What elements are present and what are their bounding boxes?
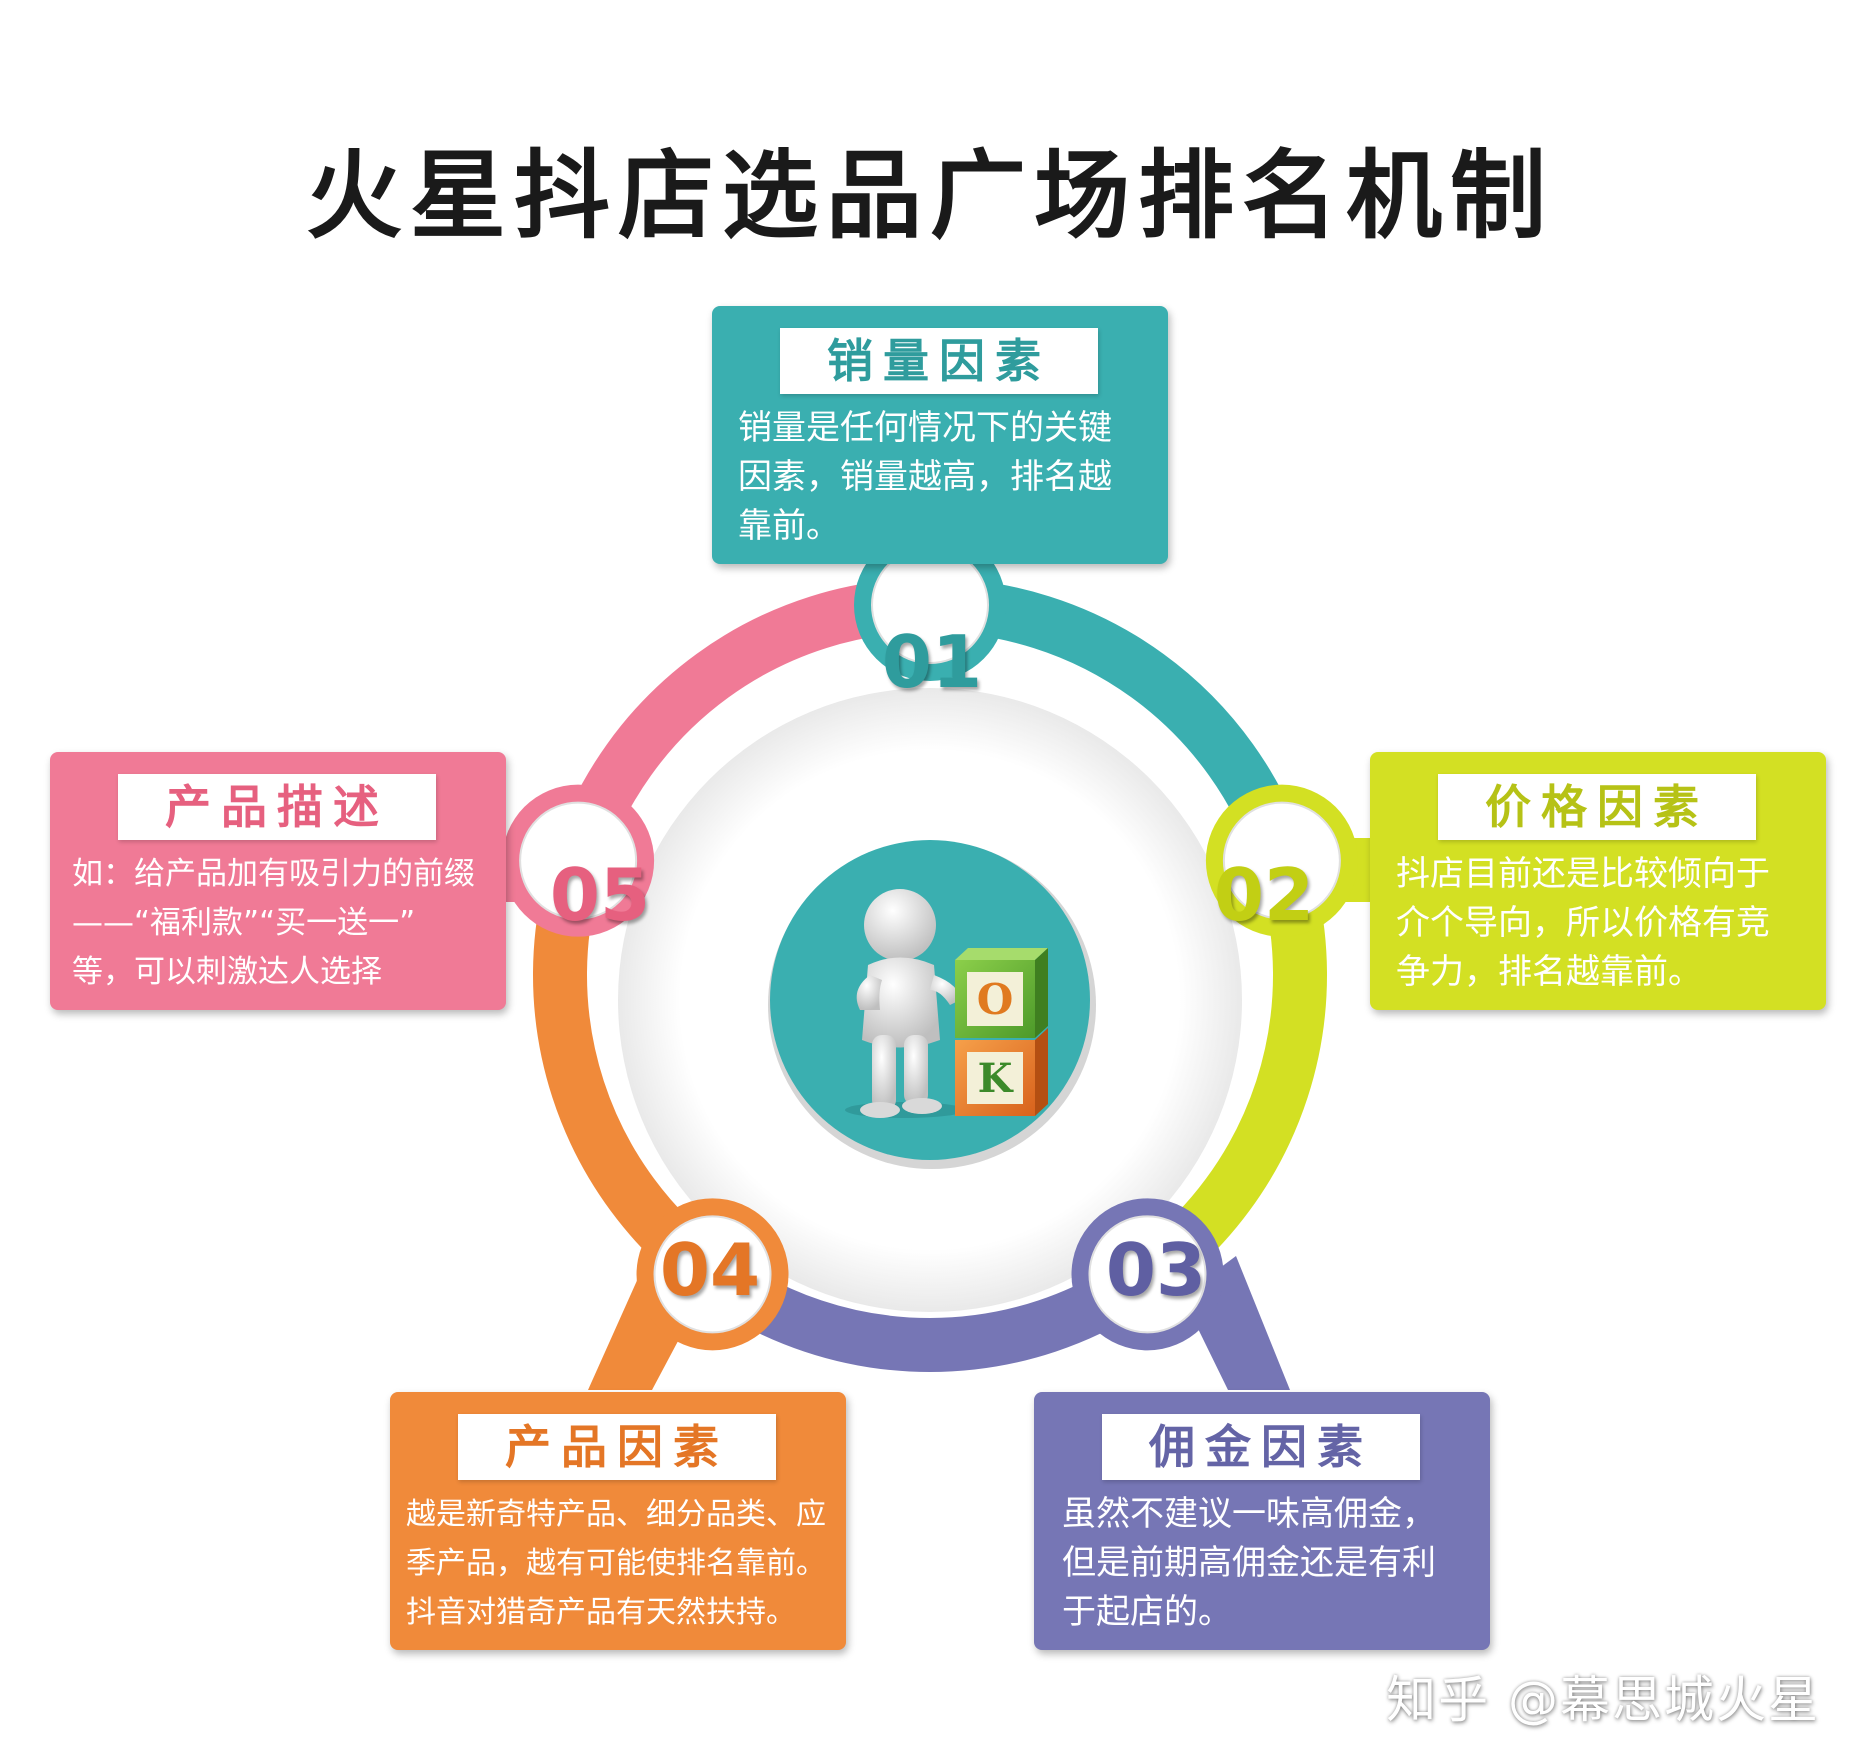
factor-heading: 销量因素 bbox=[780, 328, 1098, 394]
factor-number-01: 01 bbox=[881, 620, 983, 704]
factor-description: 虽然不建议一味高佣金，但是前期高佣金还是有利于起店的。 bbox=[1062, 1494, 1436, 1632]
factor-description: 抖店目前还是比较倾向于介个导向，所以价格有竞争力，排名越靠前。 bbox=[1396, 854, 1770, 992]
factor-card-01: 销量因素 销量是任何情况下的关键因素，销量越高，排名越靠前。 bbox=[712, 306, 1168, 564]
factor-heading: 产品因素 bbox=[458, 1414, 776, 1480]
factor-number-02: 02 bbox=[1213, 853, 1315, 937]
node-disc-02 bbox=[1222, 801, 1341, 920]
factor-number-04: 04 bbox=[659, 1228, 761, 1312]
node-disc-04 bbox=[653, 1215, 772, 1334]
factor-description: 销量是任何情况下的关键因素，销量越高，排名越靠前。 bbox=[738, 408, 1112, 546]
factor-card-03: 佣金因素 虽然不建议一味高佣金，但是前期高佣金还是有利于起店的。 bbox=[1034, 1392, 1490, 1650]
watermark: 知乎 @幕思城火星 bbox=[1386, 1671, 1820, 1729]
svg-text:K: K bbox=[978, 1055, 1014, 1102]
factor-card-05: 产品描述 如：给产品加有吸引力的前缀——“福利款”“买一送一”等，可以刺激达人选… bbox=[50, 752, 506, 1010]
page-title: 火星抖店选品广场排名机制 bbox=[306, 140, 1554, 252]
factor-description: 越是新奇特产品、细分品类、应季产品，越有可能使排名靠前。抖音对猎奇产品有天然扶持… bbox=[406, 1497, 826, 1630]
node-disc-03 bbox=[1088, 1215, 1207, 1334]
svg-text:O: O bbox=[977, 975, 1014, 1024]
factor-heading: 价格因素 bbox=[1438, 774, 1756, 840]
factor-heading: 产品描述 bbox=[118, 774, 436, 840]
factor-heading: 佣金因素 bbox=[1102, 1414, 1420, 1480]
ok-blocks-icon: O K bbox=[955, 948, 1048, 1116]
factor-description: 如：给产品加有吸引力的前缀——“福利款”“买一送一”等，可以刺激达人选择 bbox=[72, 856, 475, 990]
factor-number-03: 03 bbox=[1105, 1228, 1207, 1312]
node-disc-05 bbox=[519, 801, 638, 920]
factor-card-04: 产品因素 越是新奇特产品、细分品类、应季产品，越有可能使排名靠前。抖音对猎奇产品… bbox=[390, 1392, 846, 1650]
thumbs-up-man-icon bbox=[845, 889, 965, 1118]
factor-card-02: 价格因素 抖店目前还是比较倾向于介个导向，所以价格有竞争力，排名越靠前。 bbox=[1370, 752, 1826, 1010]
factor-number-05: 05 bbox=[549, 853, 651, 937]
ring-nodes bbox=[502, 529, 1358, 1351]
